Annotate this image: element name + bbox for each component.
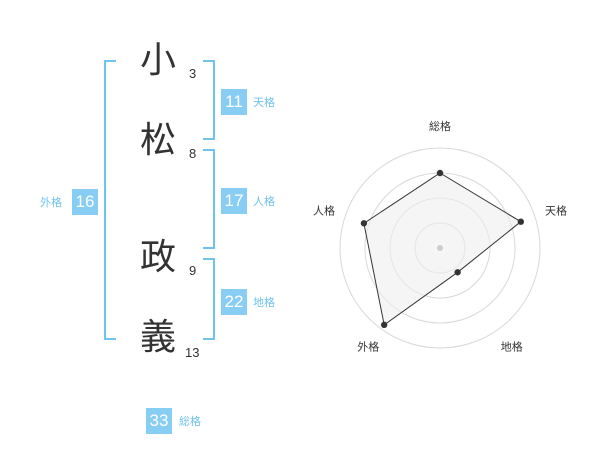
radar-ring-4	[339, 147, 541, 349]
tenkaku-label: 天格	[253, 96, 275, 109]
stroke-count-3: 9	[189, 263, 197, 278]
radar-axis-label-3: 外格	[357, 340, 379, 354]
chikaku-label: 地格	[253, 296, 275, 309]
radar-point-0	[436, 169, 444, 177]
chikaku-bracket	[203, 258, 215, 340]
soukaku-value-badge: 33	[146, 408, 172, 434]
soukaku-label: 総格	[179, 415, 201, 428]
stroke-count-4: 13	[185, 345, 200, 360]
name-char-3: 政	[140, 237, 177, 278]
name-char-1: 小	[140, 40, 177, 81]
radar-axis-label-2: 地格	[501, 340, 523, 354]
radar-axis-label-0: 総格	[429, 119, 451, 133]
radar-axis-label-4: 人格	[313, 203, 335, 217]
chikaku-value-badge: 22	[221, 289, 247, 315]
name-char-4: 義	[140, 317, 177, 358]
stroke-count-1: 3	[189, 66, 197, 81]
radar-axis-label-1: 天格	[545, 203, 567, 217]
jinkaku-bracket	[203, 149, 215, 249]
name-char-2: 松	[140, 120, 177, 161]
radar-point-2	[454, 269, 461, 276]
gaikaku-label: 外格	[40, 196, 62, 209]
gaikaku-value-badge: 16	[72, 189, 98, 215]
stroke-count-2: 8	[189, 146, 197, 161]
radar-points	[360, 169, 525, 329]
radar-center-dot	[437, 245, 443, 251]
tenkaku-value-badge: 11	[221, 89, 247, 115]
radar-point-4	[360, 220, 368, 227]
tenkaku-bracket	[203, 60, 215, 140]
radar-point-1	[517, 218, 525, 225]
jinkaku-value-badge: 17	[221, 188, 247, 214]
gaikaku-bracket	[104, 60, 116, 340]
jinkaku-label: 人格	[253, 195, 275, 208]
radar-point-3	[380, 321, 388, 329]
